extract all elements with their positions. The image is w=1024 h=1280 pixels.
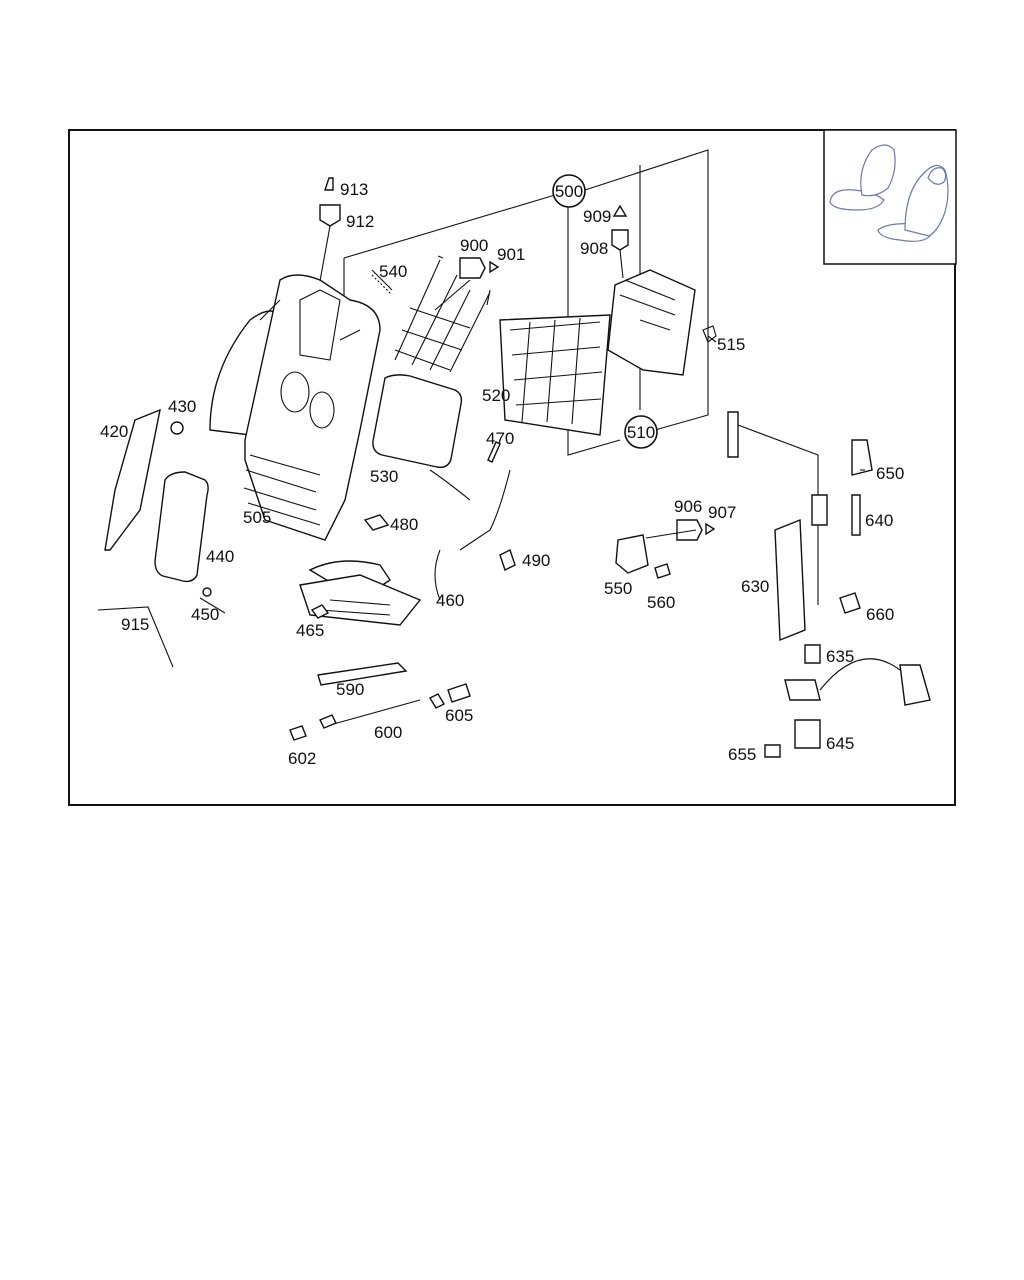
seat-back-frame [209, 274, 381, 541]
callout-505: 505 [243, 508, 271, 527]
callout-510: 510 [627, 423, 655, 442]
callout-600: 600 [374, 723, 402, 742]
backrest-panel [371, 255, 491, 501]
callout-660: 660 [866, 605, 894, 624]
seat-control-module [607, 269, 717, 376]
callout-630: 630 [741, 577, 769, 596]
group-500-badge: 500 [552, 174, 586, 208]
callout-460: 460 [436, 591, 464, 610]
small-parts [97, 534, 671, 741]
callout-590: 590 [336, 680, 364, 699]
callout-500: 500 [555, 182, 583, 201]
callout-440: 440 [206, 547, 234, 566]
callout-908: 908 [580, 239, 608, 258]
callout-906: 906 [674, 497, 702, 516]
callout-909: 909 [583, 207, 611, 226]
callout-530: 530 [370, 467, 398, 486]
lumbar-support-grid [499, 314, 611, 436]
callout-430: 430 [168, 397, 196, 416]
callout-635: 635 [826, 647, 854, 666]
callout-540: 540 [379, 262, 407, 281]
callout-602: 602 [288, 749, 316, 768]
leader-lines [199, 225, 865, 614]
callout-420: 420 [100, 422, 128, 441]
callout-490: 490 [522, 551, 550, 570]
group-510-badge: 510 [624, 415, 658, 449]
callout-560: 560 [647, 593, 675, 612]
callout-520: 520 [482, 386, 510, 405]
callout-645: 645 [826, 734, 854, 753]
callout-465: 465 [296, 621, 324, 640]
callout-450: 450 [191, 605, 219, 624]
callout-480: 480 [390, 515, 418, 534]
callout-901: 901 [497, 245, 525, 264]
callout-912: 912 [346, 212, 374, 231]
seat-cushion-frame [299, 441, 516, 686]
callout-650: 650 [876, 464, 904, 483]
callout-907: 907 [708, 503, 736, 522]
side-trim-panels [104, 408, 212, 597]
seat-motor-assembly [727, 411, 931, 758]
callout-470: 470 [486, 429, 514, 448]
callout-915: 915 [121, 615, 149, 634]
seat-thumbnail-inset [823, 129, 957, 265]
fastener-symbols [319, 177, 716, 541]
callout-900: 900 [460, 236, 488, 255]
callout-550: 550 [604, 579, 632, 598]
callout-640: 640 [865, 511, 893, 530]
callout-655: 655 [728, 745, 756, 764]
callout-515: 515 [717, 335, 745, 354]
callout-913: 913 [340, 180, 368, 199]
callout-605: 605 [445, 706, 473, 725]
